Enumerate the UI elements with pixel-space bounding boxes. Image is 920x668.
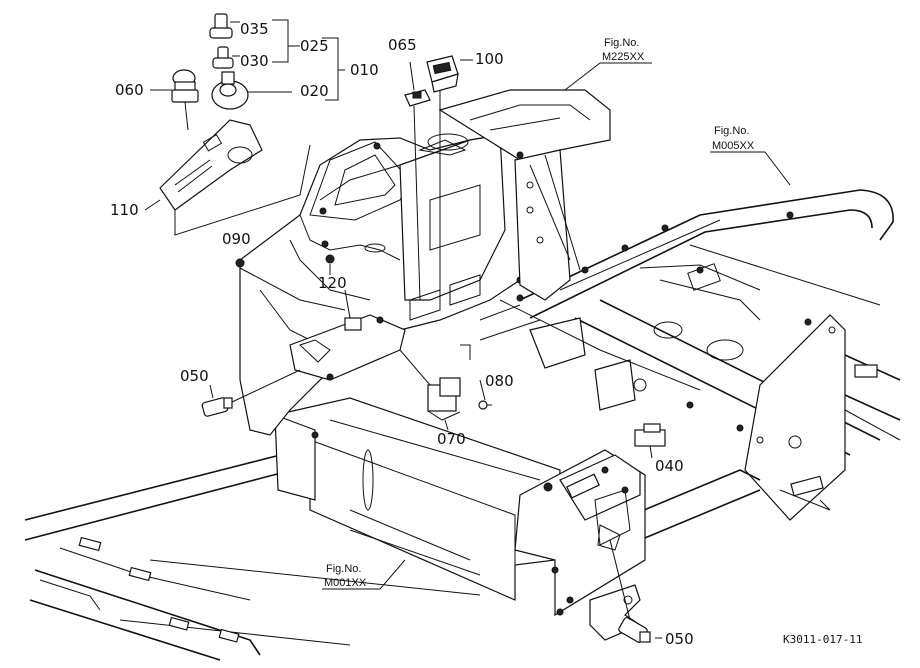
part-020-shape [211,71,249,110]
label-035: 035 [240,20,269,38]
part-080-shape [478,400,492,410]
fig-ref-m001-title: Fig.No. [326,563,361,575]
label-100: 100 [475,50,504,68]
part-035-shape [209,13,233,39]
part-number-labels: 035 030 025 010 020 060 065 100 110 090 … [110,20,694,648]
label-060: 060 [115,81,144,99]
label-070: 070 [437,430,466,448]
label-080: 080 [485,372,514,390]
fig-ref-m005-title: Fig.No. [714,125,749,137]
fig-ref-m225-title: Fig.No. [604,37,639,49]
label-040: 040 [655,457,684,475]
left-frame [24,449,481,661]
fig-ref-m225-code: M225XX [602,51,645,63]
label-030: 030 [240,52,269,70]
label-050-bottom: 050 [665,630,694,648]
label-065: 065 [388,36,417,54]
part-090-shape [235,258,245,268]
leader-lines [144,19,791,639]
label-090: 090 [222,230,251,248]
figure-references: Fig.No. M225XX Fig.No. M005XX Fig.No. M0… [324,37,755,589]
part-110-plate [159,119,263,211]
label-120: 120 [318,274,347,292]
part-120-shape [325,254,335,264]
switch-parts [159,13,666,643]
part-050b-shape [618,617,651,643]
part-060-shape [171,69,199,103]
label-020: 020 [300,82,329,100]
part-070-shape [427,377,461,421]
fig-ref-m005-code: M005XX [712,140,755,152]
dash-console [239,89,611,436]
part-030-shape [212,46,234,69]
label-050-left: 050 [180,367,209,385]
drawing-code: K3011-017-11 [783,633,862,646]
center-box [273,397,646,641]
label-010: 010 [350,61,379,79]
main-frame [519,189,901,541]
part-065-shape [404,89,431,107]
label-025: 025 [300,37,329,55]
part-050a-shape [201,397,233,417]
label-110: 110 [110,201,139,219]
part-100-shape [426,55,459,93]
dash-brackets [289,299,701,411]
fig-ref-m001-code: M001XX [324,577,367,589]
part-040-shape [634,423,666,447]
